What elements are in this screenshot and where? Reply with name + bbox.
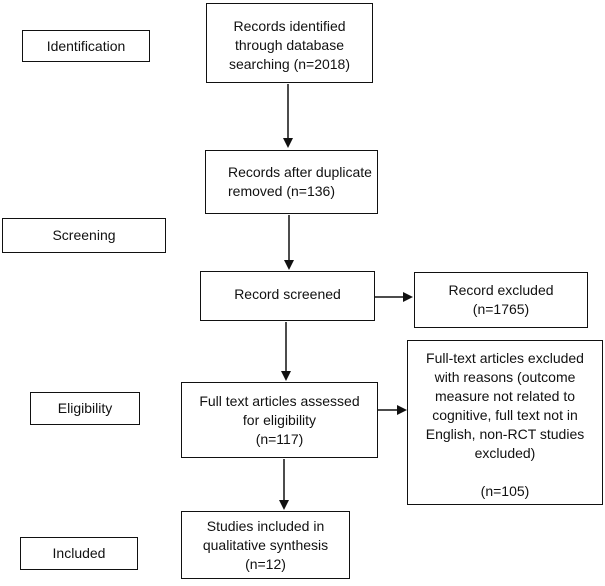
box-line: Full-text articles excluded <box>426 350 584 366</box>
stage-identification-label: Identification <box>46 37 126 54</box>
stage-included-label: Included <box>52 545 106 561</box>
box-line: removed (n=136) <box>228 183 336 199</box>
box-line: for eligibility <box>242 411 317 428</box>
box-line: through database <box>235 36 344 53</box>
fulltext-excluded-box: Full-text articles excluded with reasons… <box>407 340 603 505</box>
stage-eligibility-label: Eligibility <box>57 400 113 416</box>
box-line: Full text articles assessed <box>199 392 360 409</box>
box-line: (n=1765) <box>472 301 530 317</box>
records-screened-box: Record screened <box>200 271 375 321</box>
box-line: (n=12) <box>245 555 286 572</box>
records-after-duplicate-box: Records after duplicate removed (n=136) <box>205 150 378 214</box>
stage-screening: Screening <box>2 218 166 253</box>
box-line: Studies included in <box>206 517 325 534</box>
box-line: Record excluded <box>448 282 554 298</box>
records-identified-box: Records identified through database sear… <box>206 3 373 83</box>
box-line: Record screened <box>234 286 341 302</box>
box-line: Records after duplicate <box>228 164 372 180</box>
box-line: English, non-RCT studies <box>425 426 585 442</box>
box-line: Records identified <box>233 17 346 34</box>
records-excluded-box: Record excluded (n=1765) <box>414 272 588 328</box>
box-line: measure not related to <box>434 388 576 404</box>
stage-screening-label: Screening <box>52 227 116 243</box>
studies-included-box: Studies included in qualitative synthesi… <box>181 511 350 579</box>
stage-included: Included <box>20 537 138 570</box>
box-line: cognitive, full text not in <box>432 407 578 423</box>
stage-eligibility: Eligibility <box>30 392 140 425</box>
box-line: qualitative synthesis <box>202 536 329 553</box>
box-count: (n=105) <box>480 483 530 499</box>
box-line: with reasons (outcome <box>434 369 576 385</box>
stage-identification: Identification <box>22 30 150 62</box>
box-line: excluded) <box>474 445 536 461</box>
box-line: (n=117) <box>255 430 304 447</box>
fulltext-assessed-box: Full text articles assessed for eligibil… <box>181 382 378 458</box>
box-line: searching (n=2018) <box>228 55 351 72</box>
